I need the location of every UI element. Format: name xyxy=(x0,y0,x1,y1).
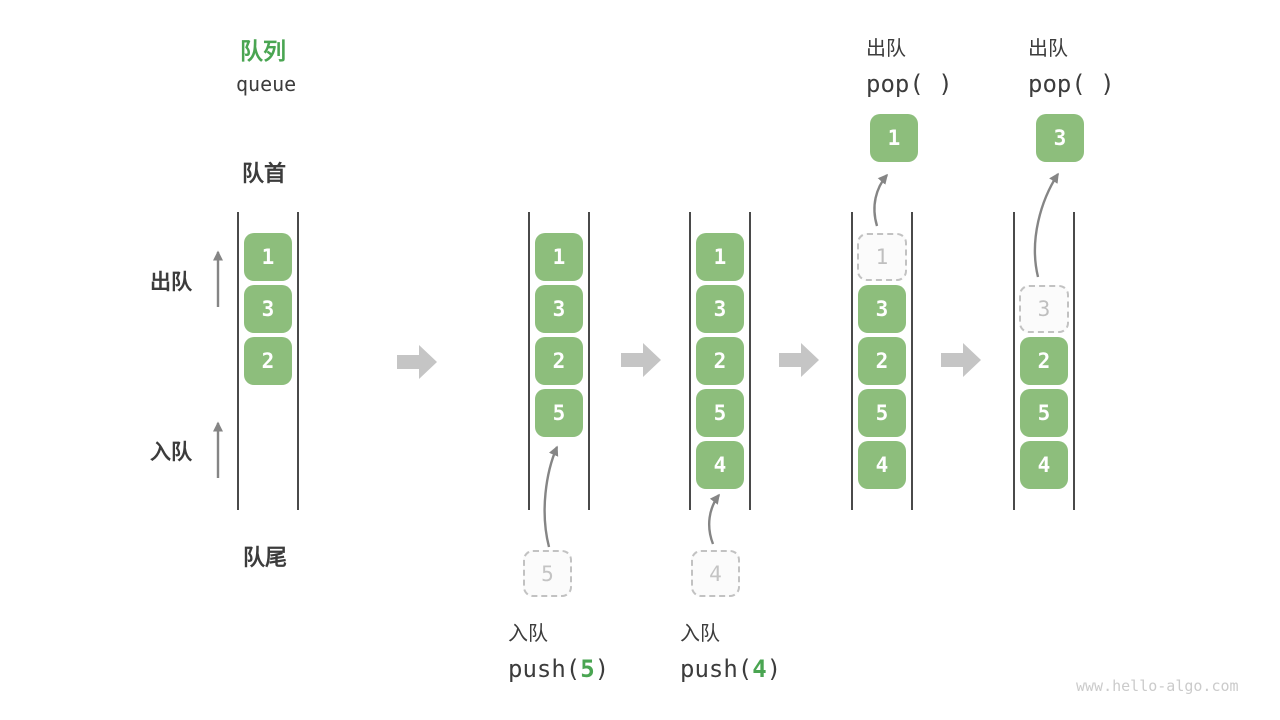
queue-state-4: 1 3 2 5 4 xyxy=(851,212,913,510)
queue-front-label: 队首 xyxy=(242,162,287,187)
queue-item: 5 xyxy=(858,389,906,437)
queue-item: 2 xyxy=(696,337,744,385)
queue-item: 2 xyxy=(535,337,583,385)
pop-operation-label-1: 出队 pop( ) xyxy=(866,32,953,98)
queue-item-removed: 3 xyxy=(1019,285,1069,333)
queue-item: 1 xyxy=(244,233,292,281)
queue-item: 3 xyxy=(244,285,292,333)
step-arrow-icon xyxy=(779,343,819,377)
push-fn-open: push( xyxy=(508,655,581,683)
queue-item: 2 xyxy=(244,337,292,385)
queue-item: 1 xyxy=(535,233,583,281)
queue-item: 1 xyxy=(696,233,744,281)
push-fn-close: ) xyxy=(766,655,782,683)
pop-label-code: pop( ) xyxy=(866,70,953,98)
push-fn-open: push( xyxy=(680,655,753,683)
diagram-subtitle: queue xyxy=(236,72,297,96)
enqueue-side-label: 入队 xyxy=(150,440,192,464)
channel-wall xyxy=(851,212,853,510)
step-arrow-icon xyxy=(621,343,661,377)
channel-wall xyxy=(689,212,691,510)
queue-item-removed: 1 xyxy=(857,233,907,281)
push-label-zh: 入队 xyxy=(680,621,720,645)
queue-state-1: 1 3 2 xyxy=(237,212,299,510)
queue-rear-label: 队尾 xyxy=(243,546,288,571)
push-arg: 5 xyxy=(580,655,595,683)
channel-wall xyxy=(237,212,239,510)
queue-item: 3 xyxy=(696,285,744,333)
queue-state-2: 1 3 2 5 xyxy=(528,212,590,510)
push-arg: 4 xyxy=(752,655,767,683)
queue-item: 2 xyxy=(858,337,906,385)
pop-label-code: pop( ) xyxy=(1028,70,1115,98)
queue-item: 4 xyxy=(696,441,744,489)
incoming-item: 5 xyxy=(523,550,572,597)
channel-wall xyxy=(749,212,751,510)
queue-item: 3 xyxy=(535,285,583,333)
queue-item: 5 xyxy=(1020,389,1068,437)
dequeue-side-label: 出队 xyxy=(150,270,192,294)
diagram-title: 队列 xyxy=(240,39,286,65)
queue-item: 2 xyxy=(1020,337,1068,385)
channel-wall xyxy=(528,212,530,510)
step-arrow-icon xyxy=(397,345,437,379)
queue-item: 4 xyxy=(1020,441,1068,489)
queue-state-5: 3 2 5 4 xyxy=(1013,212,1075,510)
push-label-zh: 入队 xyxy=(508,621,548,645)
queue-item: 5 xyxy=(535,389,583,437)
queue-item: 4 xyxy=(858,441,906,489)
queue-item: 3 xyxy=(858,285,906,333)
step-arrow-icon xyxy=(941,343,981,377)
push-operation-label-2: 入队 push(4) xyxy=(680,617,781,683)
push-label-code: push(5) xyxy=(508,655,609,683)
popped-item: 1 xyxy=(870,114,918,162)
push-label-code: push(4) xyxy=(680,655,781,683)
incoming-item: 4 xyxy=(691,550,740,597)
pop-label-zh: 出队 xyxy=(866,36,906,60)
site-watermark: www.hello-algo.com xyxy=(1076,677,1239,695)
pop-label-zh: 出队 xyxy=(1028,36,1068,60)
channel-wall xyxy=(1073,212,1075,510)
queue-item: 5 xyxy=(696,389,744,437)
channel-wall xyxy=(1013,212,1015,510)
push-operation-label-1: 入队 push(5) xyxy=(508,617,609,683)
channel-wall xyxy=(911,212,913,510)
channel-wall xyxy=(297,212,299,510)
push-fn-close: ) xyxy=(594,655,610,683)
popped-item: 3 xyxy=(1036,114,1084,162)
pop-operation-label-2: 出队 pop( ) xyxy=(1028,32,1115,98)
queue-state-3: 1 3 2 5 4 xyxy=(689,212,751,510)
channel-wall xyxy=(588,212,590,510)
